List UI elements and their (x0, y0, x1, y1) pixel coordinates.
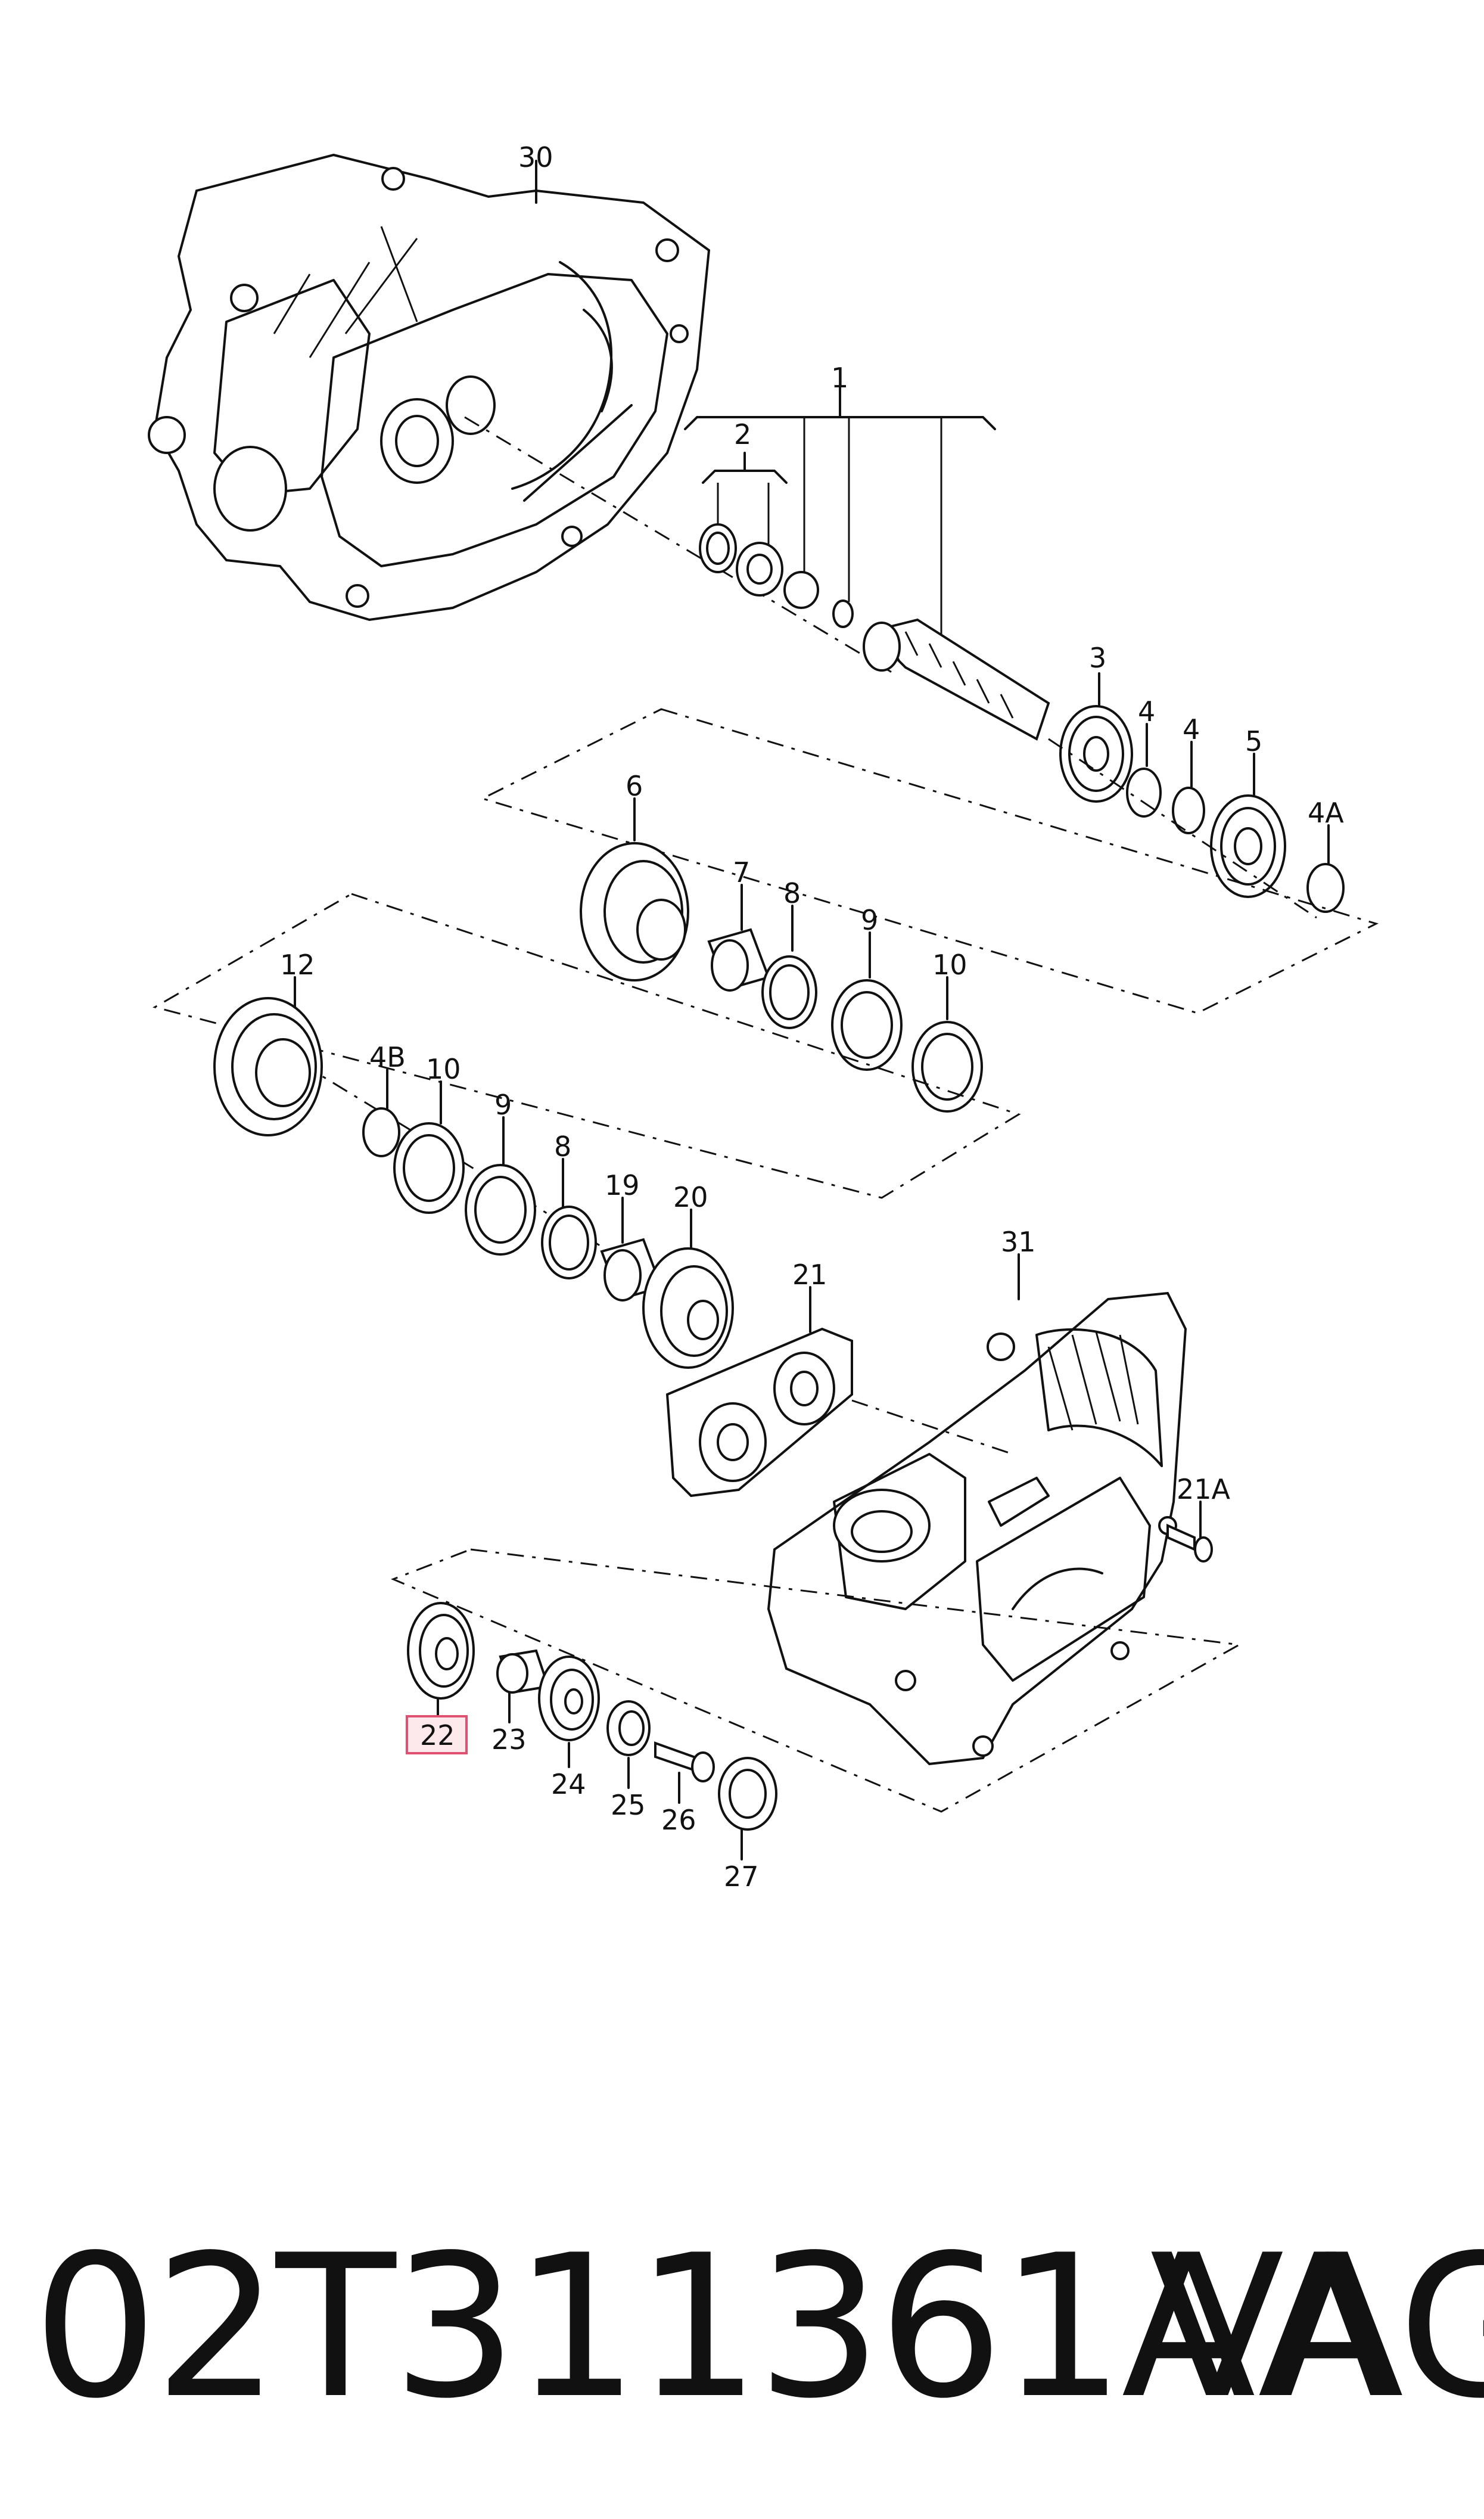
callout-24: 24 (551, 1768, 586, 1800)
callout-8-lower: 8 (554, 1130, 571, 1163)
part-number-caption: 02T311361AA (33, 2213, 1392, 2442)
callout-21A: 21A (1177, 1473, 1231, 1505)
synchro-ring-8-lower[interactable] (541, 1206, 597, 1279)
sleeve[interactable] (783, 571, 819, 609)
needle-bearing-19[interactable] (600, 1238, 663, 1302)
callout-7: 7 (733, 856, 750, 889)
callout-6: 6 (626, 770, 643, 802)
gearbox-housing-30[interactable] (148, 153, 711, 622)
callout-21: 21 (792, 1259, 827, 1291)
input-shaft-1[interactable] (863, 618, 1050, 741)
gear-12[interactable] (213, 997, 323, 1136)
callout-26: 26 (661, 1804, 696, 1836)
callout-9-lower: 9 (494, 1089, 512, 1121)
synchro-ring-9-upper[interactable] (831, 979, 903, 1071)
synchro-ring-10-upper[interactable] (911, 1021, 983, 1113)
needle-bearing-2[interactable] (736, 542, 783, 597)
callout-9-upper: 9 (861, 904, 878, 936)
callout-25: 25 (611, 1789, 646, 1821)
highlight-box-22 (406, 1715, 468, 1754)
callout-4B: 4B (369, 1041, 406, 1073)
callout-12: 12 (280, 949, 315, 981)
transmission-case-31[interactable] (767, 1291, 1187, 1766)
bearing-race-25[interactable] (606, 1700, 651, 1756)
brand-caption: VAG (1150, 2213, 1484, 2442)
callout-19: 19 (605, 1169, 640, 1201)
callout-22[interactable]: 22 (420, 1719, 455, 1751)
callout-10-lower: 10 (426, 1053, 461, 1085)
synchro-ring-9-lower[interactable] (465, 1164, 536, 1256)
callout-8-upper: 8 (783, 877, 801, 909)
gear-24[interactable] (538, 1655, 600, 1741)
gear-22[interactable] (407, 1602, 475, 1700)
callout-4A: 4A (1308, 797, 1344, 829)
snap-ring[interactable] (832, 600, 854, 628)
exploded-parts-diagram: 30 1 2 3 4 4 (148, 141, 1379, 1893)
callout-3: 3 (1089, 642, 1106, 674)
gear-6[interactable] (580, 842, 689, 981)
bolt-26[interactable] (654, 1741, 715, 1782)
gear-20[interactable] (642, 1247, 734, 1369)
bearing-plate-21[interactable] (665, 1327, 853, 1498)
callout-10-upper: 10 (932, 949, 967, 981)
circlip-4b[interactable] (1172, 787, 1205, 834)
gear-5[interactable] (1210, 794, 1286, 898)
circlip-4a[interactable] (1126, 768, 1162, 818)
callout-2: 2 (734, 418, 751, 451)
callout-30: 30 (518, 141, 553, 173)
sleeve-23[interactable] (496, 1649, 550, 1694)
bolt-21A[interactable] (1166, 1523, 1213, 1563)
callout-1: 1 (831, 362, 848, 394)
callout-27: 27 (724, 1860, 759, 1893)
circlip-2[interactable] (699, 523, 737, 573)
callout-4-second: 4 (1183, 713, 1200, 746)
circlip-4A[interactable] (1306, 863, 1345, 913)
circlip-4B[interactable] (362, 1107, 400, 1157)
callout-5: 5 (1245, 725, 1262, 757)
callout-4-first: 4 (1138, 695, 1155, 728)
callout-23: 23 (491, 1723, 527, 1756)
roller-bearing-27[interactable] (718, 1757, 777, 1831)
callout-31: 31 (1001, 1226, 1036, 1258)
synchro-ring-8-upper[interactable] (761, 955, 817, 1029)
callout-20: 20 (673, 1181, 708, 1213)
needle-bearing-7[interactable] (707, 928, 770, 992)
synchro-ring-10-lower[interactable] (393, 1122, 465, 1214)
